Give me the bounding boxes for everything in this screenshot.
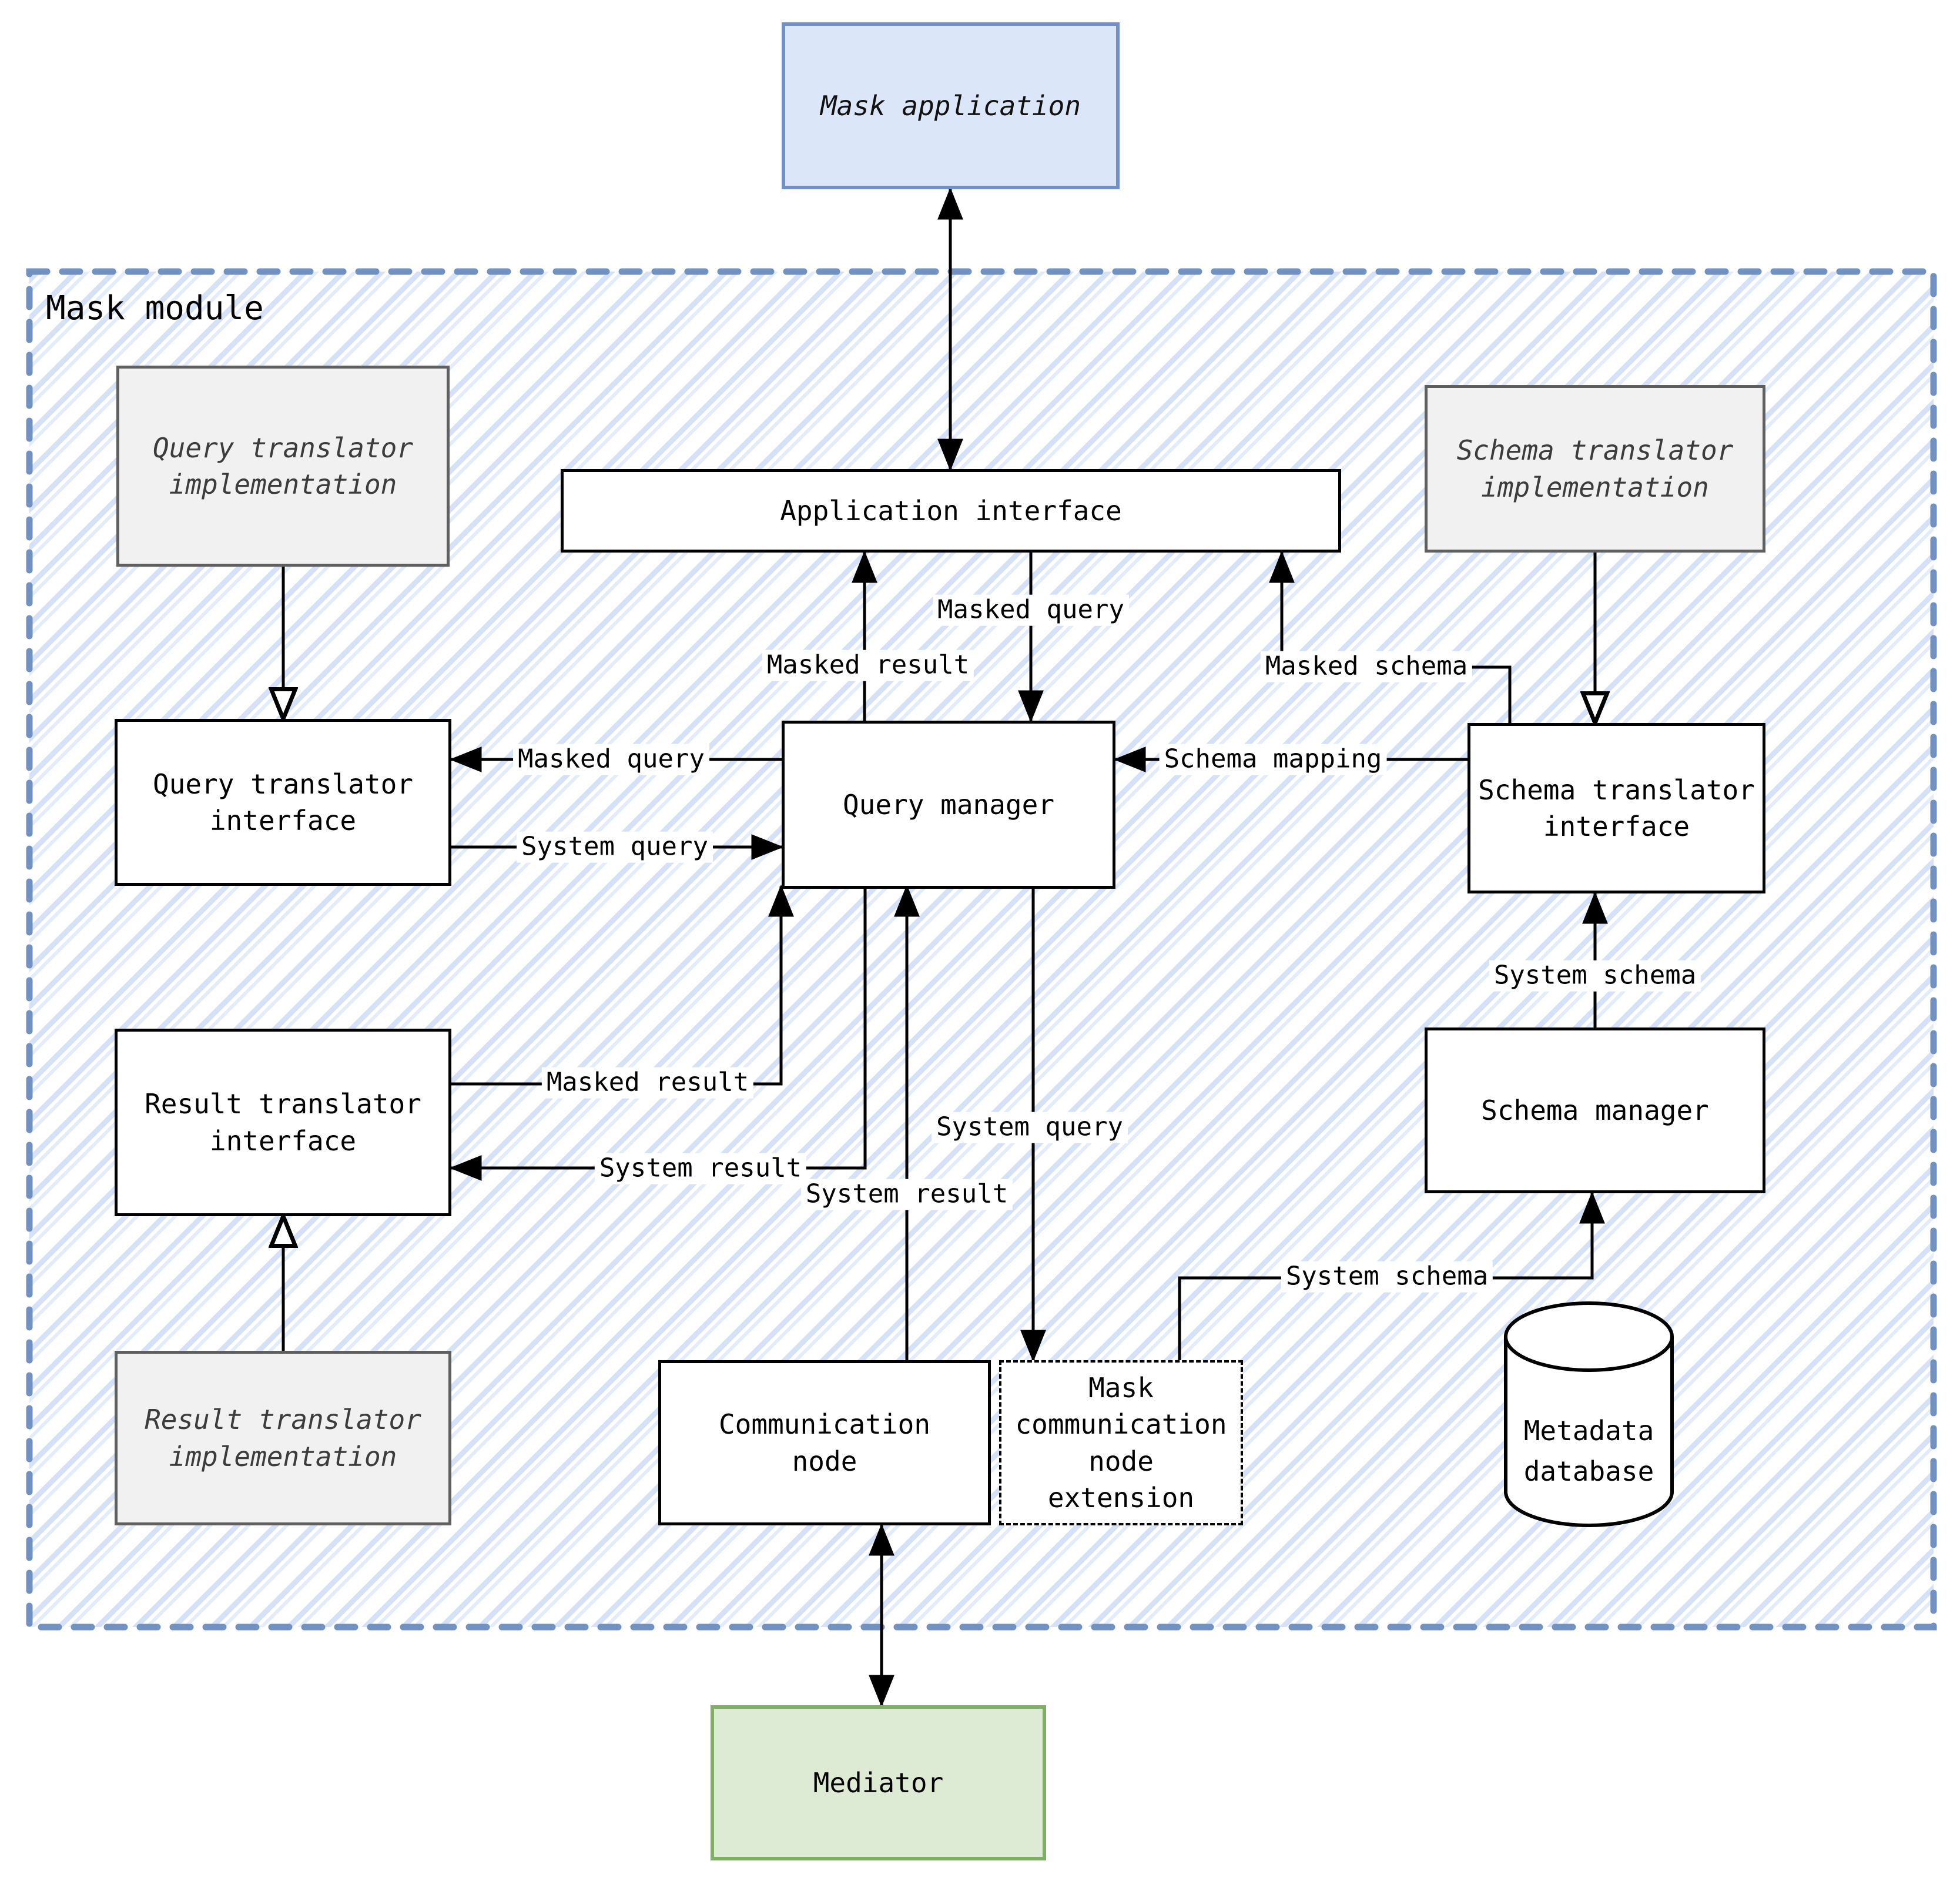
edge-label-masked-result-top: Masked result [762,650,974,681]
edge-label-masked-schema: Masked schema [1260,651,1473,682]
node-mask-application: Mask application [782,22,1120,189]
node-metadata-database-label: Metadata database [1523,1415,1654,1487]
database-cylinder-icon [1504,1301,1674,1527]
node-communication-node: Communication node [658,1360,991,1525]
node-schema-translator-implementation: Schema translator implementation [1425,385,1765,553]
arrow-system-result-left [449,886,867,1181]
node-query-translator-implementation: Query translator implementation [116,366,450,567]
node-result-translator-implementation: Result translator implementation [115,1351,451,1525]
node-result-translator-interface: Result translator interface [115,1029,451,1216]
edge-label-masked-query-top: Masked query [933,594,1129,626]
mask-module-title: Mask module [46,289,264,327]
node-schema-manager: Schema manager [1425,1027,1765,1193]
edge-label-masked-result-left: Masked result [541,1067,754,1099]
node-mask-communication-node-extension: Mask communication node extension [999,1360,1243,1525]
node-query-manager: Query manager [782,721,1115,889]
edge-label-system-query-left: System query [517,831,713,863]
node-application-interface: Application interface [561,469,1341,553]
edge-label-system-schema-upper: System schema [1489,960,1701,992]
edge-label-masked-query-left: Masked query [513,744,709,775]
edge-label-system-result-mid: System result [800,1179,1013,1210]
edge-label-system-query-mid: System query [932,1112,1128,1143]
edge-label-system-schema-lower: System schema [1281,1261,1493,1293]
node-schema-translator-interface: Schema translator interface [1468,723,1765,893]
edge-label-system-result-left: System result [594,1153,807,1184]
node-mediator: Mediator [711,1705,1046,1860]
edge-label-schema-mapping: Schema mapping [1159,744,1387,775]
node-query-translator-interface: Query translator interface [115,719,451,886]
